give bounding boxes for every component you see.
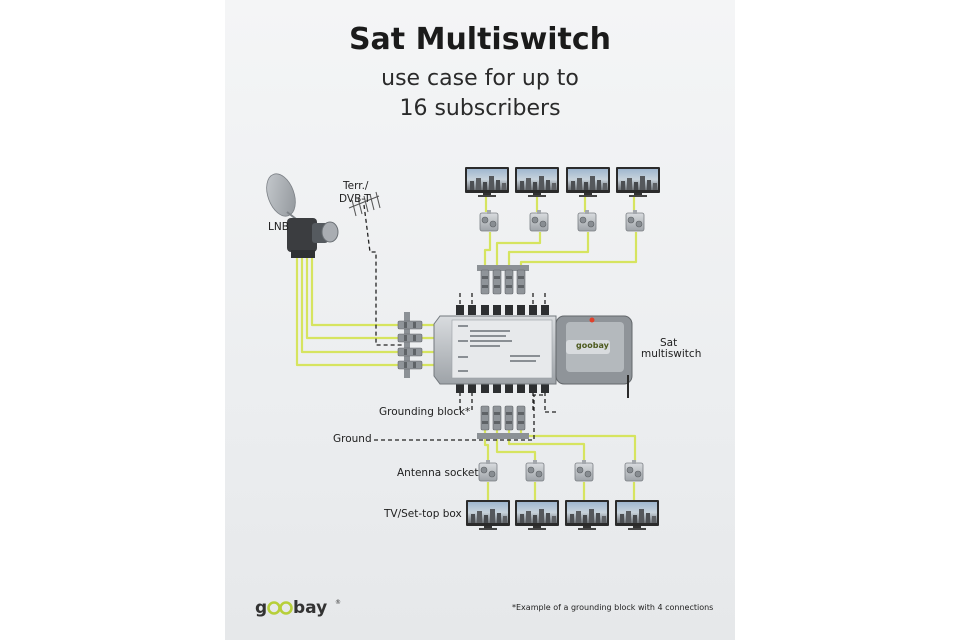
lnb-cable-4 <box>310 258 400 327</box>
top-cable-4 <box>519 232 638 275</box>
device-brand-plate <box>566 340 610 354</box>
bottom-cable-1 <box>483 427 490 462</box>
top-cable-2 <box>495 232 542 275</box>
sat-label-line-1: Sat <box>660 337 678 349</box>
footnote: *Example of a grounding block with 4 con… <box>512 603 714 612</box>
top-cable-1 <box>483 232 492 275</box>
ground-label: Ground <box>333 433 372 445</box>
grounding-block-top <box>477 265 529 295</box>
antenna-socket-top-row <box>479 209 645 232</box>
power-led-icon <box>589 317 595 323</box>
antenna-socket-bottom-row <box>478 459 644 482</box>
goobay-logo: g bay ® <box>255 596 345 624</box>
tv-icon <box>465 167 509 197</box>
tv-icon <box>566 167 610 197</box>
tv-icon <box>515 500 559 530</box>
lnb-cable-3 <box>305 258 400 340</box>
tv-icon <box>565 500 609 530</box>
lnb-cable-2 <box>300 258 400 354</box>
antenna-socket-icon <box>478 459 498 482</box>
ground-line <box>374 394 545 441</box>
tv-icon <box>615 500 659 530</box>
grounding-block-bottom <box>477 405 529 439</box>
page-title: Sat Multiswitch <box>348 22 612 57</box>
tv-bottom-row <box>466 500 659 530</box>
svg-text:bay: bay <box>293 598 327 618</box>
svg-text:g: g <box>255 598 267 618</box>
antenna-socket-icon <box>624 459 644 482</box>
top-cable-3 <box>507 232 590 275</box>
antenna-socket-icon <box>479 209 499 232</box>
multiswitch-device <box>433 305 633 398</box>
lnb-label: LNB <box>268 221 289 233</box>
subtitle-line-1: use case for up to <box>381 66 579 91</box>
antenna-socket-icon <box>577 209 597 232</box>
terrestrial-cable <box>363 204 410 346</box>
antenna-socket-icon <box>525 459 545 482</box>
dvbt-antenna-icon <box>348 191 381 217</box>
grounding-block-input <box>397 312 423 378</box>
antenna-socket-label: Antenna socket <box>397 467 479 479</box>
tv-icon <box>616 167 660 197</box>
lnb-cable-1 <box>295 258 400 367</box>
lnb-icon <box>287 218 339 258</box>
terr-label-line-2: DVB-T <box>339 193 371 205</box>
tv-icon <box>466 500 510 530</box>
dashed-lines <box>363 204 556 441</box>
tv-icon <box>515 167 559 197</box>
device-brand-label: goobay <box>576 341 609 350</box>
subtitle-line-2: 16 subscribers <box>399 96 561 121</box>
antenna-socket-icon <box>574 459 594 482</box>
antenna-socket-icon <box>529 209 549 232</box>
antenna-socket-icon <box>625 209 645 232</box>
terr-label-line-1: Terr./ <box>343 180 369 192</box>
svg-text:®: ® <box>335 599 341 606</box>
grounding-block-label: Grounding block* <box>379 406 471 418</box>
sat-label-line-2: multiswitch <box>641 348 702 360</box>
goobay-logo-icon: g bay ® <box>255 598 341 618</box>
bottom-cable-4 <box>519 427 637 462</box>
tv-top-row <box>465 167 660 197</box>
tv-settop-label: TV/Set-top box <box>384 508 462 520</box>
satellite-dish-icon <box>266 173 301 223</box>
